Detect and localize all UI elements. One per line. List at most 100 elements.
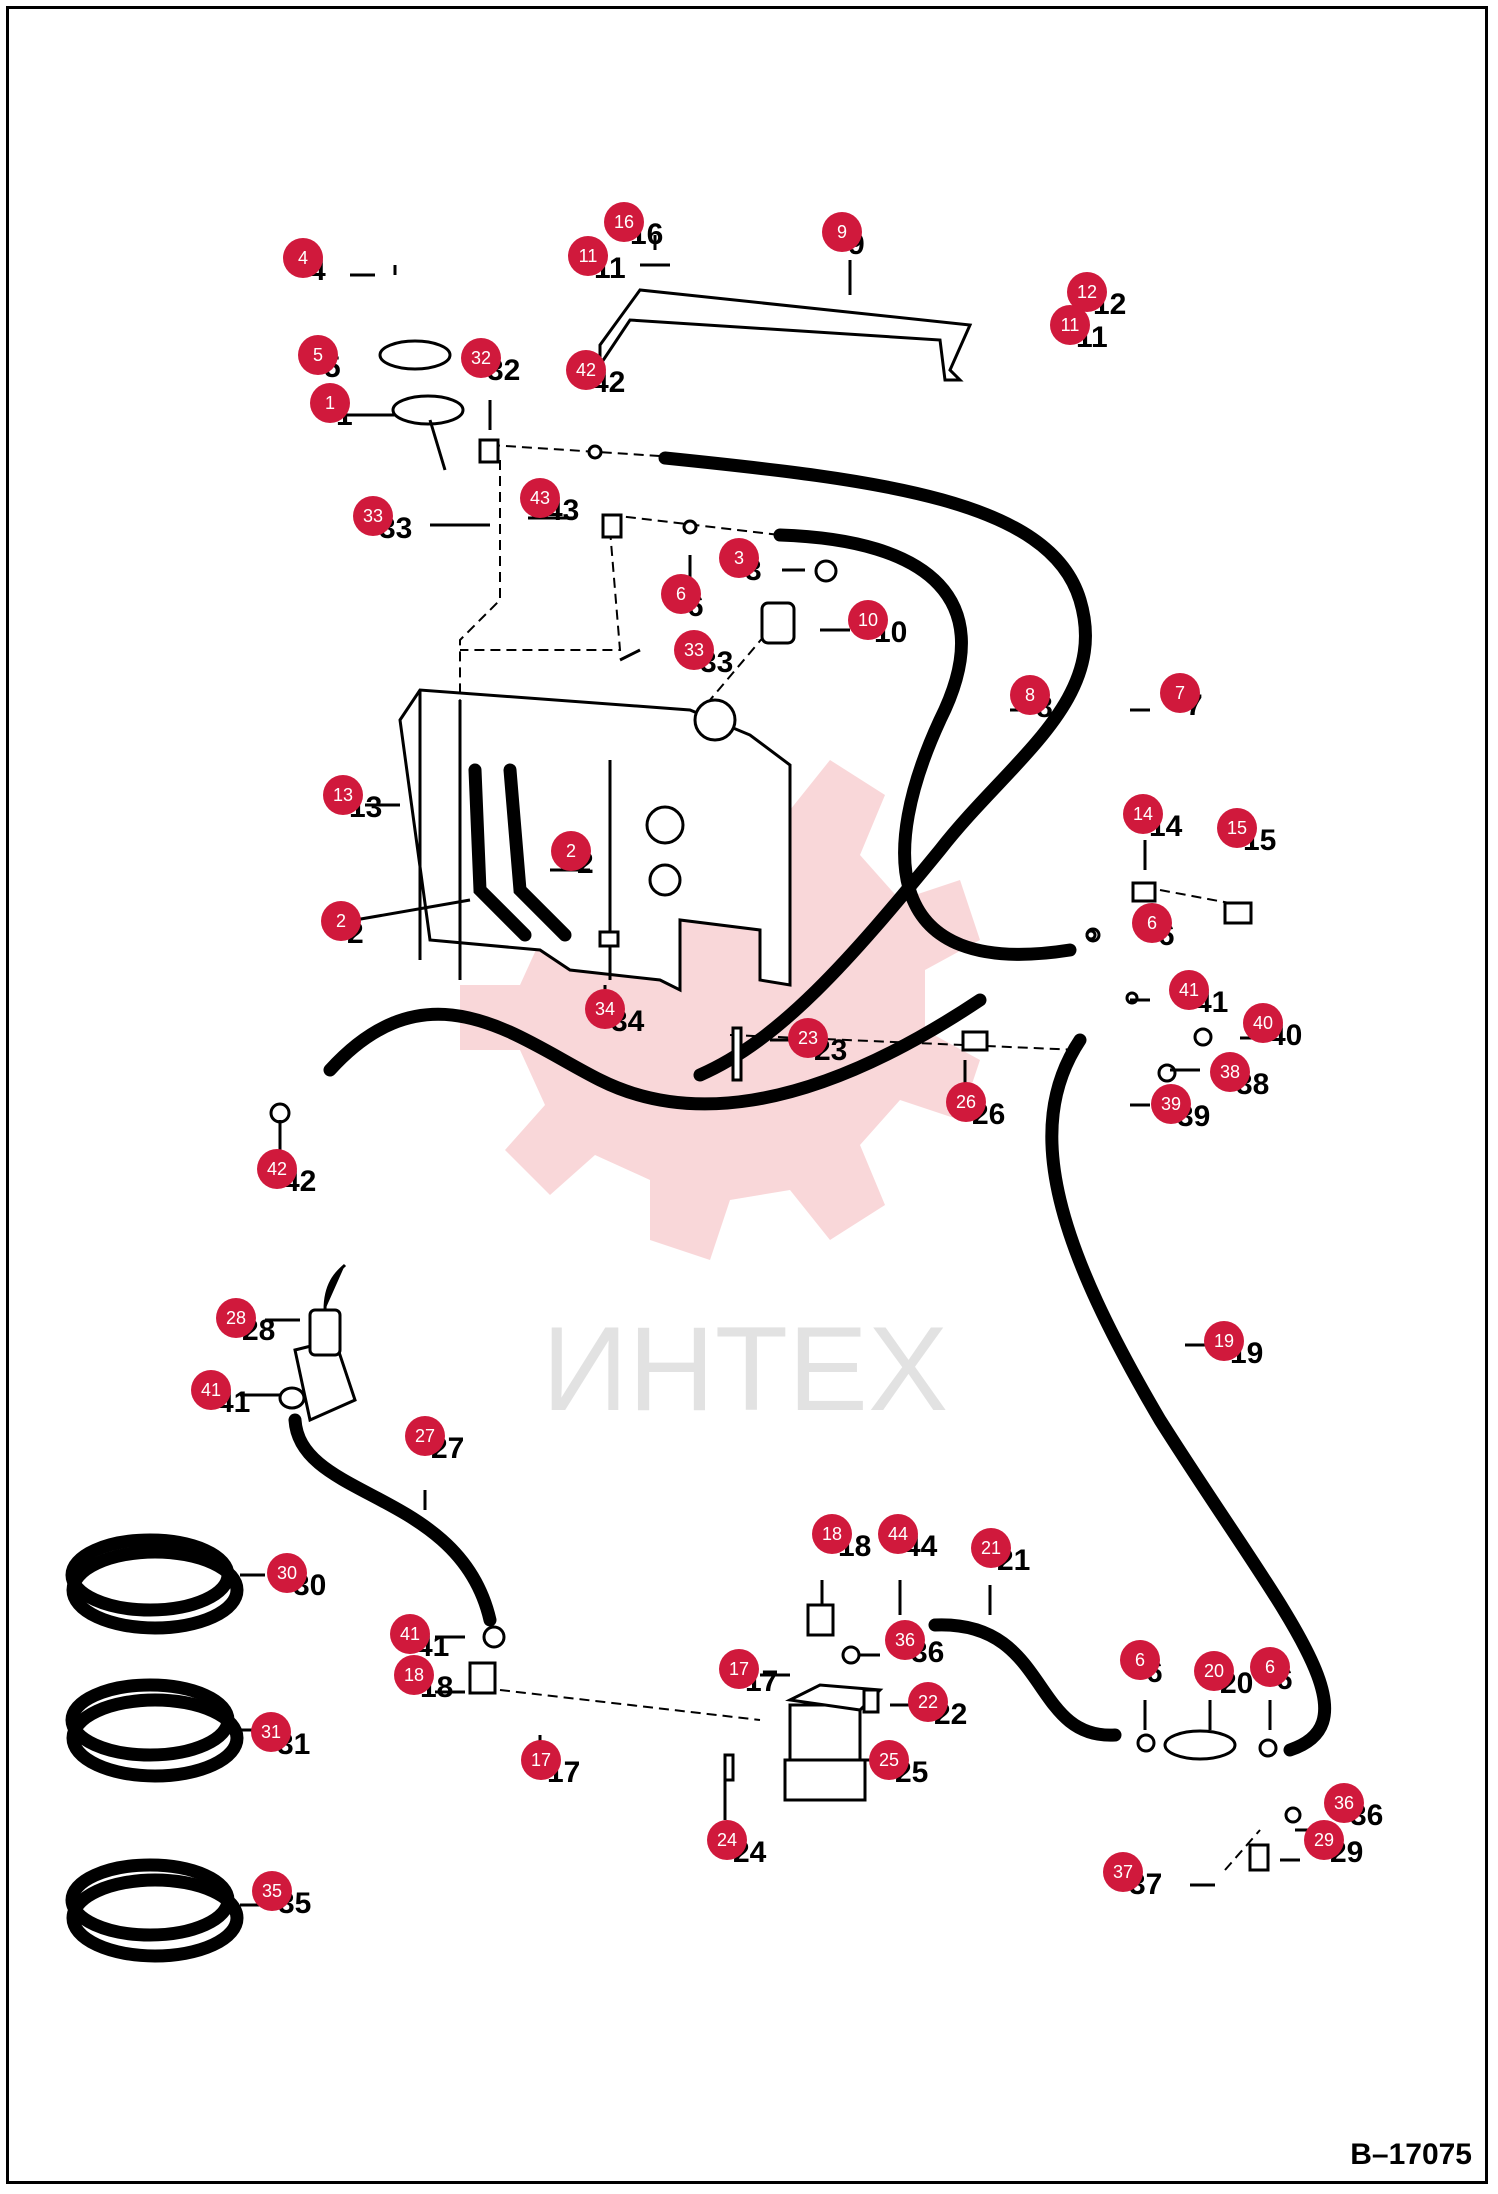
callout-number: 37: [1113, 1862, 1133, 1882]
callout-4[interactable]: 4: [283, 238, 323, 278]
callout-23[interactable]: 23: [788, 1018, 828, 1058]
callout-number: 11: [1061, 315, 1080, 335]
callout-2[interactable]: 2: [321, 901, 361, 941]
callout-number: 19: [1214, 1331, 1234, 1351]
callout-2[interactable]: 2: [551, 831, 591, 871]
callout-24[interactable]: 24: [707, 1820, 747, 1860]
callout-number: 39: [1161, 1094, 1181, 1114]
callout-36[interactable]: 36: [885, 1620, 925, 1660]
callout-number: 4: [298, 248, 308, 268]
callout-34[interactable]: 34: [585, 989, 625, 1029]
callout-28[interactable]: 28: [216, 1298, 256, 1338]
callout-15[interactable]: 15: [1217, 808, 1257, 848]
callout-number: 10: [858, 610, 878, 630]
callout-18[interactable]: 18: [812, 1514, 852, 1554]
connection-line: [1224, 1829, 1261, 1871]
callout-39[interactable]: 39: [1151, 1084, 1191, 1124]
callout-33[interactable]: 33: [674, 630, 714, 670]
callout-32[interactable]: 32: [461, 338, 501, 378]
callout-14[interactable]: 14: [1123, 794, 1163, 834]
callout-number: 2: [336, 911, 346, 931]
fuel-pump: [278, 1263, 357, 1423]
callout-number: 3: [734, 548, 744, 568]
connection-line: [729, 1034, 1081, 1051]
callout-6[interactable]: 6: [1132, 903, 1172, 943]
callout-number: 8: [1025, 685, 1035, 705]
callout-9[interactable]: 9: [822, 212, 862, 252]
callout-22[interactable]: 22: [908, 1682, 948, 1722]
callout-number: 30: [277, 1563, 297, 1583]
callout-number: 36: [895, 1630, 915, 1650]
callout-25[interactable]: 25: [869, 1740, 909, 1780]
callout-42[interactable]: 42: [257, 1149, 297, 1189]
callout-number: 18: [404, 1665, 424, 1685]
callout-6[interactable]: 6: [661, 574, 701, 614]
callout-21[interactable]: 21: [971, 1528, 1011, 1568]
callout-43[interactable]: 43: [520, 478, 560, 518]
callout-number: 31: [261, 1722, 281, 1742]
primer-bulb: [1163, 1729, 1237, 1761]
connection-line: [499, 1689, 761, 1721]
connection-line: [709, 634, 766, 701]
hose-coil-35: [65, 1858, 244, 1963]
callout-5[interactable]: 5: [298, 335, 338, 375]
callout-number: 18: [822, 1524, 842, 1544]
callout-42[interactable]: 42: [566, 350, 606, 390]
callout-3[interactable]: 3: [719, 538, 759, 578]
callout-7[interactable]: 7: [1160, 673, 1200, 713]
callout-40[interactable]: 40: [1243, 1003, 1283, 1043]
callout-41[interactable]: 41: [1169, 970, 1209, 1010]
callout-6[interactable]: 6: [1120, 1640, 1160, 1680]
callout-44[interactable]: 44: [878, 1514, 918, 1554]
watermark-text: ИНТЕХ: [542, 1302, 948, 1436]
hose-2a: [468, 763, 532, 942]
connection-line: [459, 460, 501, 700]
hose-19: [1045, 1033, 1332, 1757]
watermark: ИНТЕХ: [460, 740, 980, 1436]
callout-12[interactable]: 12: [1067, 272, 1107, 312]
callout-35[interactable]: 35: [252, 1871, 292, 1911]
callout-37[interactable]: 37: [1103, 1852, 1143, 1892]
callout-number: 15: [1227, 818, 1247, 838]
callout-13[interactable]: 13: [323, 775, 363, 815]
hose-coil-31: [65, 1678, 244, 1783]
hose-2b: [503, 763, 572, 942]
hose-21: [928, 1618, 1122, 1742]
callout-number: 17: [729, 1659, 749, 1679]
callout-19[interactable]: 19: [1204, 1321, 1244, 1361]
callout-1[interactable]: 1: [310, 383, 350, 423]
callout-18[interactable]: 18: [394, 1655, 434, 1695]
callout-number: 12: [1077, 282, 1097, 302]
callout-number: 36: [1334, 1793, 1354, 1813]
callout-number: 13: [333, 785, 353, 805]
hose-27: [288, 1413, 497, 1627]
callout-number: 16: [614, 212, 634, 232]
callout-17[interactable]: 17: [719, 1649, 759, 1689]
callout-10[interactable]: 10: [848, 600, 888, 640]
callout-17[interactable]: 17: [521, 1740, 561, 1780]
fuel-sender-plate: [378, 339, 452, 371]
callout-41[interactable]: 41: [191, 1370, 231, 1410]
callout-number: 32: [471, 348, 491, 368]
callout-8[interactable]: 8: [1010, 675, 1050, 715]
callout-6[interactable]: 6: [1250, 1647, 1290, 1687]
hose-coil-30: [65, 1533, 244, 1635]
callout-20[interactable]: 20: [1194, 1651, 1234, 1691]
callout-31[interactable]: 31: [251, 1712, 291, 1752]
callout-11[interactable]: 11: [568, 236, 608, 276]
callout-41[interactable]: 41: [390, 1614, 430, 1654]
callout-27[interactable]: 27: [405, 1416, 445, 1456]
callout-11[interactable]: 11: [1050, 305, 1090, 345]
callout-number: 34: [595, 999, 615, 1019]
callout-33[interactable]: 33: [353, 496, 393, 536]
callout-38[interactable]: 38: [1210, 1052, 1250, 1092]
callout-30[interactable]: 30: [267, 1553, 307, 1593]
callout-36[interactable]: 36: [1324, 1783, 1364, 1823]
callout-number: 5: [313, 345, 323, 365]
callout-16[interactable]: 16: [604, 202, 644, 242]
callout-29[interactable]: 29: [1304, 1820, 1344, 1860]
callout-26[interactable]: 26: [946, 1082, 986, 1122]
callout-number: 6: [1265, 1657, 1275, 1677]
hose-7: [658, 451, 1092, 1082]
callout-number: 9: [837, 222, 847, 242]
